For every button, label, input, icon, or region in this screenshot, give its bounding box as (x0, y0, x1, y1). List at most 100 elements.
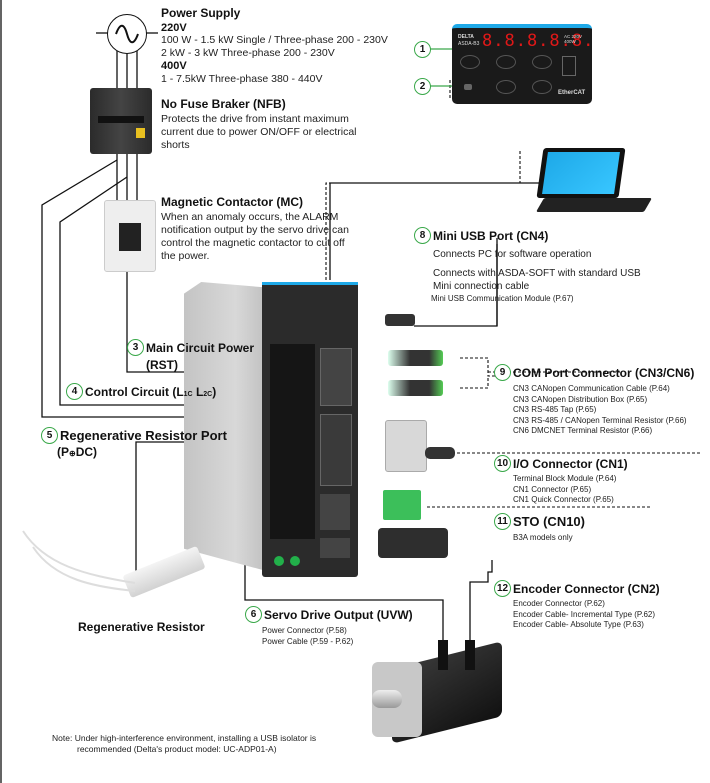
nfb-title: No Fuse Braker (NFB) (161, 97, 286, 111)
item-title: STO (CN10) (513, 514, 585, 529)
encoder-cable-stub (465, 640, 475, 670)
v400-label: 400V (161, 60, 187, 72)
cn1-port (320, 414, 352, 486)
laptop-keyboard (535, 198, 653, 212)
usb-port-icon (562, 56, 576, 76)
note-prefix: Note: (52, 733, 73, 743)
usb-cable-plug (385, 314, 415, 326)
shift-button[interactable] (532, 55, 552, 69)
resistor-wires (22, 530, 136, 592)
callout-badge: 3 (127, 339, 144, 356)
terminal-cover (270, 344, 315, 539)
callout-badge: 10 (494, 455, 511, 472)
led-display: 8.8.8.8.8. (482, 31, 595, 51)
nfb-description: Protects the drive from instant maximum … (161, 113, 357, 151)
set-button[interactable] (532, 80, 552, 94)
encoder-connector-plug (378, 528, 448, 558)
item-line: CN3 CANopen Communication Cable (P.64) (513, 384, 670, 393)
item-line: Encoder Cable- Absolute Type (P.63) (513, 620, 644, 629)
item-line: Power Connector (P.58) (262, 626, 347, 635)
item-title: COM Port Connector (CN3/CN6) (513, 365, 695, 380)
item-line: Power Cable (P.59 - P.62) (262, 636, 354, 646)
item-title: Control Circuit (L1C L2C) (85, 384, 217, 399)
footnote: Note: Under high-interference environmen… (52, 733, 316, 755)
ground-screw (290, 556, 300, 566)
item-line: Connects PC for software operation (433, 249, 592, 260)
item-subtitle: (P⊕DC) (57, 445, 98, 459)
magnetic-contactor-image (104, 200, 156, 272)
item-line: B3A models only (513, 533, 573, 542)
callout-badge: 5 (41, 427, 58, 444)
rj45-cable-1 (388, 350, 443, 366)
callout-badge: 9 (494, 364, 511, 381)
down-button[interactable] (496, 80, 516, 94)
item-line: CN3 RS-485 / CANopen Terminal Resistor (… (513, 415, 687, 425)
panel-rating: AC 220V 400W (564, 34, 583, 44)
power-supply-block: Power Supply 220V 100 W - 1.5 kW Single … (161, 6, 388, 86)
ground-screw (274, 556, 284, 566)
power-cable-stub (438, 640, 448, 670)
ethercat-logo: EtherCAT (558, 90, 586, 96)
item-line: Connects with ASDA-SOFT with standard US… (433, 268, 641, 292)
nfb-breaker-image (90, 88, 152, 154)
cn3-cn6-ports (320, 348, 352, 406)
resistor-label: Regenerative Resistor (78, 620, 205, 634)
item-title: Encoder Connector (CN2) (513, 581, 660, 596)
dsub-connector (385, 420, 427, 472)
callout-badge: 6 (245, 606, 262, 623)
callout-badge: 12 (494, 580, 511, 597)
item-title: Main Circuit Power (146, 340, 255, 355)
item-title: Mini USB Port (CN4) (433, 228, 549, 243)
callout-badge: 8 (414, 227, 431, 244)
item-line: Encoder Connector (P.62) (513, 599, 605, 608)
power-supply-title: Power Supply (161, 6, 241, 20)
panel-brand: DELTA (458, 34, 474, 40)
io-cable (425, 447, 455, 459)
item-line: CN1 Quick Connector (P.65) (513, 495, 614, 504)
servo-drive-front (262, 282, 358, 577)
cn10-port (320, 494, 350, 530)
laptop-image (536, 148, 626, 198)
rj45-cable-2 (388, 380, 443, 396)
item-title: Regenerative Resistor Port (60, 428, 227, 443)
callout-1: 1 (414, 41, 433, 59)
note-line-1: Under high-interference environment, ins… (74, 733, 317, 743)
item-title: Servo Drive Output (UVW) (264, 607, 413, 622)
panel-model: ASDA-B3 (458, 41, 480, 47)
v220-line: 2 kW - 3 kW Three-phase 200 - 230V (161, 47, 335, 59)
callout-badge: 11 (494, 513, 511, 530)
v220-line: 100 W - 1.5 kW Single / Three-phase 200 … (161, 34, 388, 46)
item-subtitle: (RST) (146, 358, 178, 372)
servo-drive-side (184, 282, 270, 572)
item-line: CN3 CANopen Distribution Box (P.65) (513, 394, 648, 404)
cn2-port (320, 538, 350, 558)
item-line: Terminal Block Module (P.64) (513, 474, 617, 483)
mode-button[interactable] (460, 55, 480, 69)
drive-panel-closeup: DELTA ASDA-B3 8.8.8.8.8. AC 220V 400W Et… (452, 24, 595, 104)
item-line: CN1 Connector (P.65) (513, 484, 592, 494)
charge-led (464, 84, 472, 90)
callout-2: 2 (414, 78, 433, 96)
motor-shaft (372, 690, 402, 708)
mc-block: Magnetic Contactor (MC) When an anomaly … (161, 195, 351, 263)
nfb-block: No Fuse Braker (NFB) Protects the drive … (161, 97, 361, 152)
item-line: CN6 DMCNET Terminal Resistor (P.66) (513, 426, 653, 435)
item-line: Mini USB Communication Module (P.67) (431, 294, 574, 303)
callout-badge: 4 (66, 383, 83, 400)
note-line-2: recommended (Delta's product model: UC-A… (77, 744, 277, 754)
v220-label: 220V (161, 22, 187, 34)
item-title: I/O Connector (CN1) (513, 456, 628, 471)
item-line: Encoder Cable- Incremental Type (P.62) (513, 609, 656, 619)
up-button[interactable] (496, 55, 516, 69)
v400-line: 1 - 7.5kW Three-phase 380 - 440V (161, 73, 323, 85)
mc-description: When an anomaly occurs, the ALARM notifi… (161, 211, 349, 262)
